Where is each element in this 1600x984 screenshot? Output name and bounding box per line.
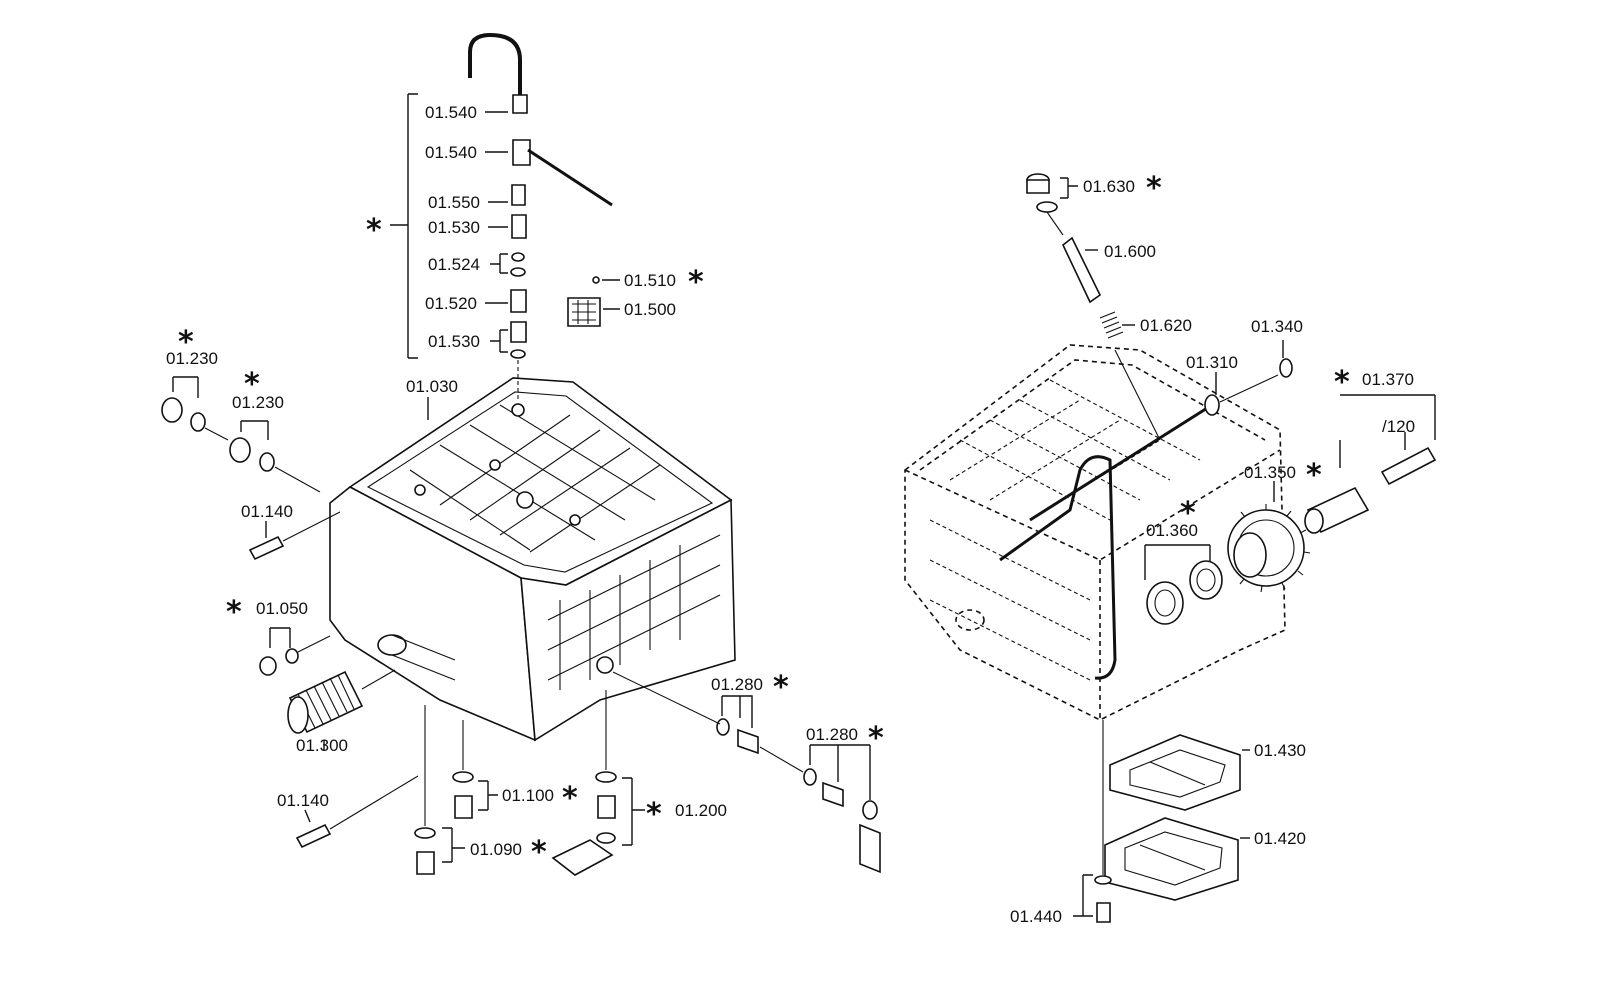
right-side-parts xyxy=(1026,173,1437,923)
asterisk-marker: * xyxy=(366,213,382,248)
asterisk-marker: * xyxy=(868,721,884,756)
sensor-pipe-assembly xyxy=(468,32,613,400)
label-01-090: 01.090 xyxy=(470,840,522,859)
label-01-600: 01.600 xyxy=(1104,242,1156,261)
leader-lines xyxy=(172,93,1436,917)
label-01-230-left: 01.230 xyxy=(166,349,218,368)
label-01-550: 01.550 xyxy=(428,193,480,212)
label-01-140-lower: 01.140 xyxy=(277,791,329,810)
label-01-440: 01.440 xyxy=(1010,907,1062,926)
label-01-280-lower: 01.280 xyxy=(806,725,858,744)
asterisk-marker: * xyxy=(646,797,662,832)
label-01-340: 01.340 xyxy=(1251,317,1303,336)
label-01-200: 01.200 xyxy=(675,801,727,820)
label-01-500: 01.500 xyxy=(624,300,676,319)
asterisk-marker: * xyxy=(773,670,789,705)
left-side-parts xyxy=(161,397,881,876)
label-01-420: 01.420 xyxy=(1254,829,1306,848)
asterisk-marker: * xyxy=(1146,171,1162,206)
asterisk-markers: * * * * * * * * * * * * * * xyxy=(178,171,1350,870)
label-01-370: 01.370 xyxy=(1362,370,1414,389)
label-01-030: 01.030 xyxy=(406,377,458,396)
asterisk-marker: * xyxy=(1334,365,1350,400)
label-01-350: 01.350 xyxy=(1244,463,1296,482)
label-01-520: 01.520 xyxy=(425,294,477,313)
label-01-630: 01.630 xyxy=(1083,177,1135,196)
asterisk-marker: * xyxy=(1306,458,1322,493)
right-gearbox-housing xyxy=(904,344,1286,721)
label-01-510: 01.510 xyxy=(624,271,676,290)
asterisk-marker: * xyxy=(531,835,547,870)
label-01-050: 01.050 xyxy=(256,599,308,618)
label-01-310: 01.310 xyxy=(1186,353,1238,372)
label-01-140-upper: 01.140 xyxy=(241,502,293,521)
label-120: /120 xyxy=(1382,417,1415,436)
part-number-labels: 01.540 01.540 01.550 01.530 01.524 01.52… xyxy=(166,103,1415,926)
label-01-620: 01.620 xyxy=(1140,316,1192,335)
label-01-100: 01.100 xyxy=(502,786,554,805)
asterisk-marker: * xyxy=(1180,496,1196,531)
label-01-280-upper: 01.280 xyxy=(711,675,763,694)
label-01-230-right: 01.230 xyxy=(232,393,284,412)
label-01-540-lower: 01.540 xyxy=(425,143,477,162)
label-01-540-upper: 01.540 xyxy=(425,103,477,122)
label-01-360: 01.360 xyxy=(1146,521,1198,540)
label-01-530-upper: 01.530 xyxy=(428,218,480,237)
asterisk-marker: * xyxy=(562,781,578,816)
left-gearbox-housing xyxy=(329,377,736,742)
label-01-530-lower: 01.530 xyxy=(428,332,480,351)
asterisk-marker: * xyxy=(226,595,242,630)
asterisk-marker: * xyxy=(244,367,260,402)
label-01-524: 01.524 xyxy=(428,255,480,274)
label-01-300: 01.300 xyxy=(296,736,348,755)
label-01-430: 01.430 xyxy=(1254,741,1306,760)
asterisk-marker: * xyxy=(178,325,194,360)
asterisk-marker: * xyxy=(688,265,704,300)
